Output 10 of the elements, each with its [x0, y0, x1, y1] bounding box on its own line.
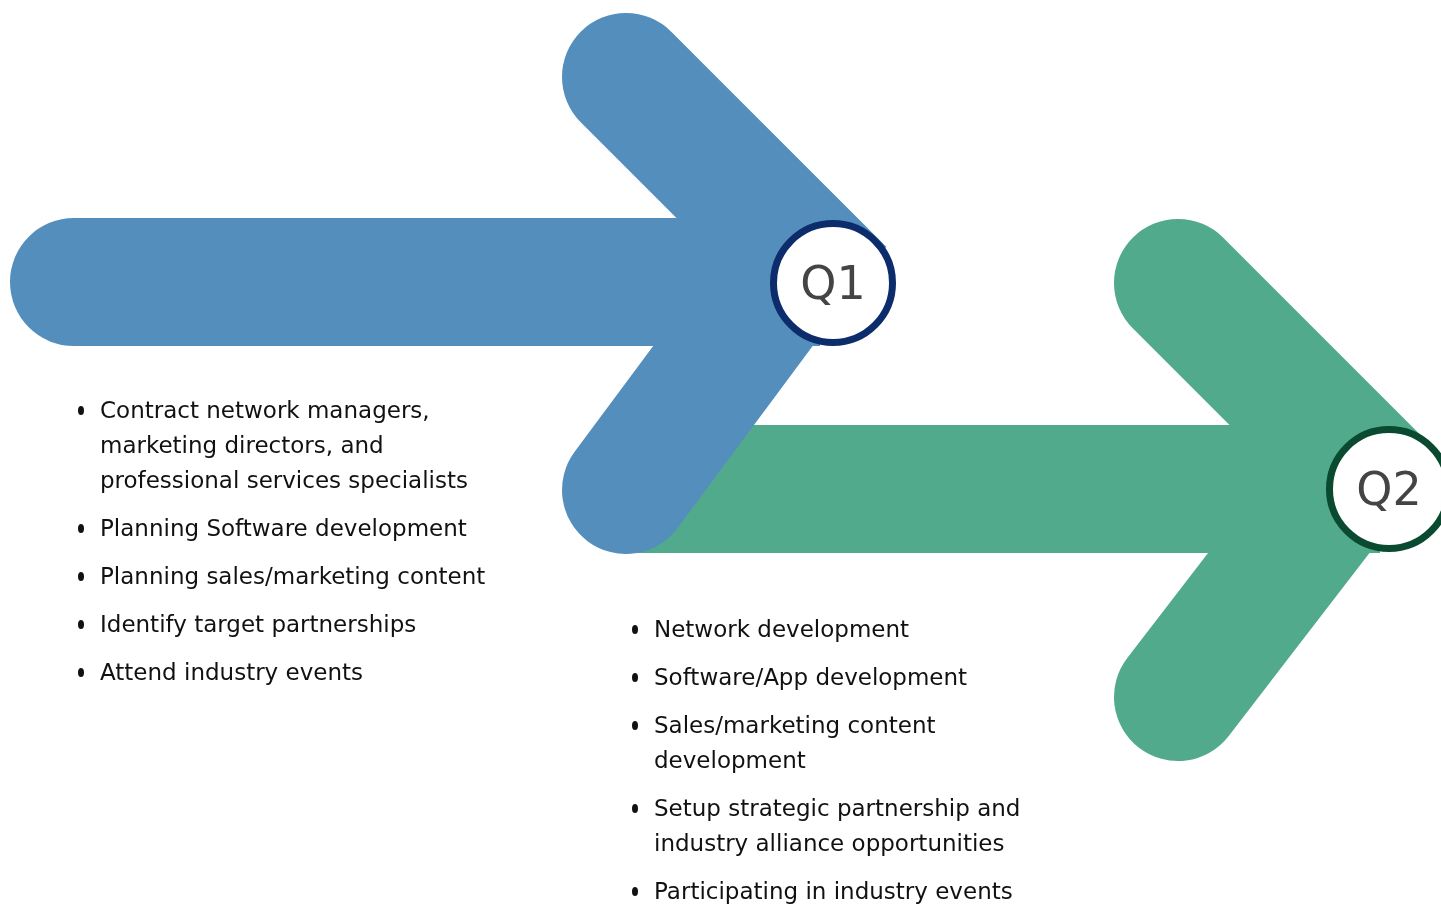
bullet-item: Contract network managers, marketing directors, and professional services specialists	[76, 393, 516, 498]
bullet-item: Network development	[630, 612, 1030, 647]
bullet-item: Participating in industry events	[630, 874, 1030, 909]
bullet-item: Planning sales/marketing content	[76, 559, 516, 594]
bullet-item: Attend industry events	[76, 655, 516, 690]
bullet-item: Software/App development	[630, 660, 1030, 695]
bullet-item: Setup strategic partnership and industry alliance opportunities	[630, 791, 1030, 861]
bullet-item: Planning Software development	[76, 511, 516, 546]
bullet-item: Sales/marketing content development	[630, 708, 1030, 778]
bullet-item: Identify target partnerships	[76, 607, 516, 642]
